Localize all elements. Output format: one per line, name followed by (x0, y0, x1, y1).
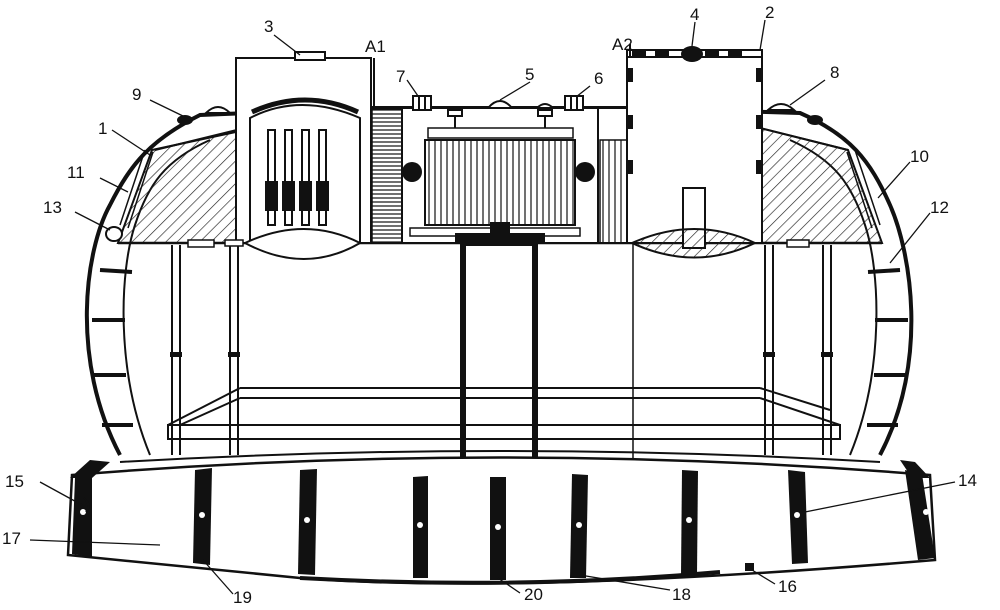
label-15: 15 (5, 472, 24, 491)
right-hatched-deck (760, 128, 882, 243)
label-a1: A1 (365, 37, 386, 56)
engine-block (425, 140, 575, 225)
label-19: 19 (233, 588, 252, 607)
roof-device-6 (565, 96, 583, 110)
roof-dome-5 (488, 101, 512, 108)
label-17: 17 (2, 529, 21, 548)
left-tower-arch (250, 105, 360, 243)
engine-right-wheel (575, 162, 595, 182)
label-10: 10 (910, 147, 929, 166)
label-3: 3 (264, 17, 273, 36)
label-a2: A2 (612, 35, 633, 54)
engine-block-top (428, 128, 573, 138)
label-2: 2 (765, 3, 774, 22)
label-14: 14 (958, 471, 977, 490)
right-light-8 (807, 115, 823, 125)
right-tower-top-knob (681, 46, 703, 62)
label-20: 20 (524, 585, 543, 604)
label-13: 13 (43, 198, 62, 217)
roof-dome-9 (206, 107, 230, 113)
label-4: 4 (690, 5, 699, 24)
label-7: 7 (396, 67, 405, 86)
label-8: 8 (830, 63, 839, 82)
label-16: 16 (778, 577, 797, 596)
label-12: 12 (930, 198, 949, 217)
engine-right-duct (600, 140, 627, 243)
center-shaft (463, 243, 535, 475)
roof-dome-5b (537, 104, 553, 108)
label-11: 11 (67, 163, 85, 182)
engine-left-wheel (402, 162, 422, 182)
roof-device-7 (413, 96, 431, 110)
left-tower-top-device (295, 52, 325, 60)
label-1: 1 (98, 119, 107, 138)
engine-coupling-mid (490, 222, 510, 236)
label-18: 18 (672, 585, 691, 604)
label-9: 9 (132, 85, 141, 104)
label-6: 6 (594, 69, 603, 88)
a1-duct (372, 108, 402, 243)
label-5: 5 (525, 65, 534, 84)
